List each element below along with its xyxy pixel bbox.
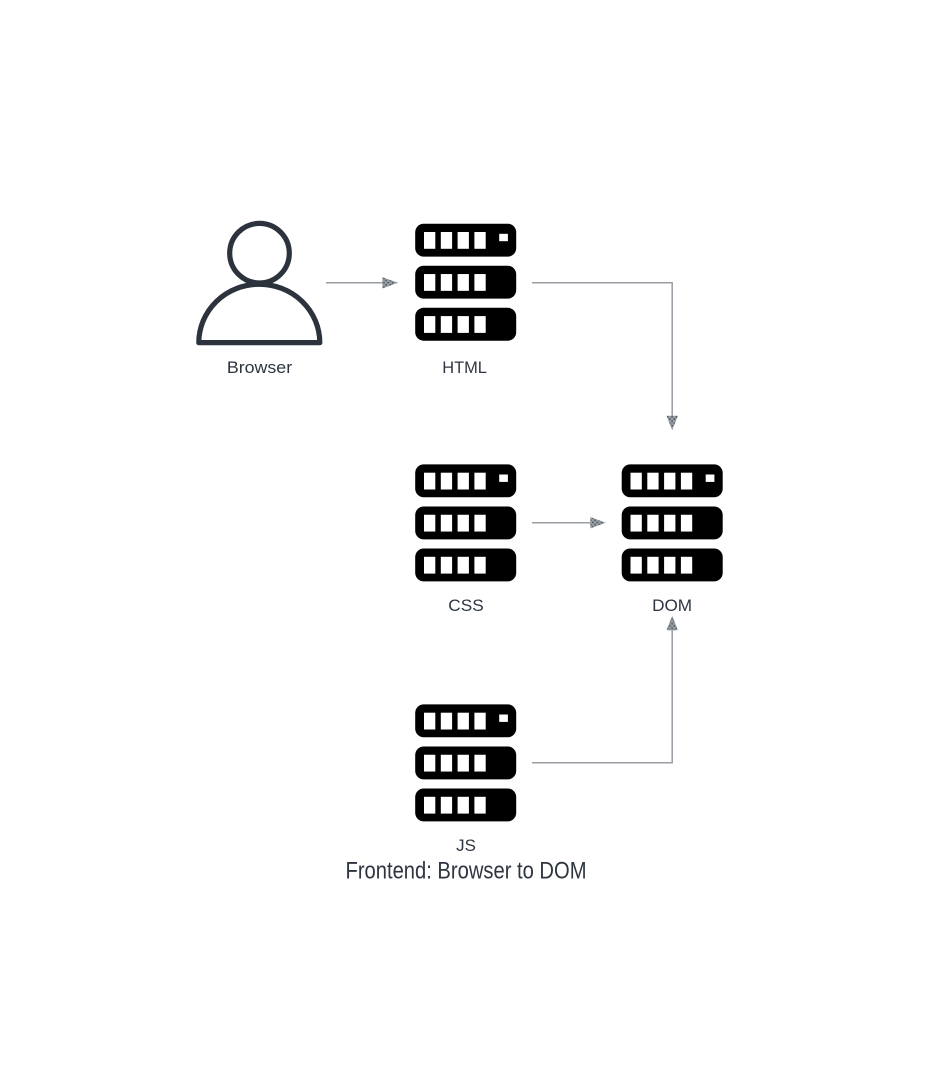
svg-text:JS: JS bbox=[456, 837, 476, 855]
svg-text:Browser: Browser bbox=[227, 359, 293, 377]
svg-text:DOM: DOM bbox=[652, 597, 692, 615]
svg-text:Frontend: Browser to DOM: Frontend: Browser to DOM bbox=[346, 858, 587, 885]
svg-text:HTML: HTML bbox=[442, 359, 487, 377]
svg-text:CSS: CSS bbox=[448, 597, 484, 615]
